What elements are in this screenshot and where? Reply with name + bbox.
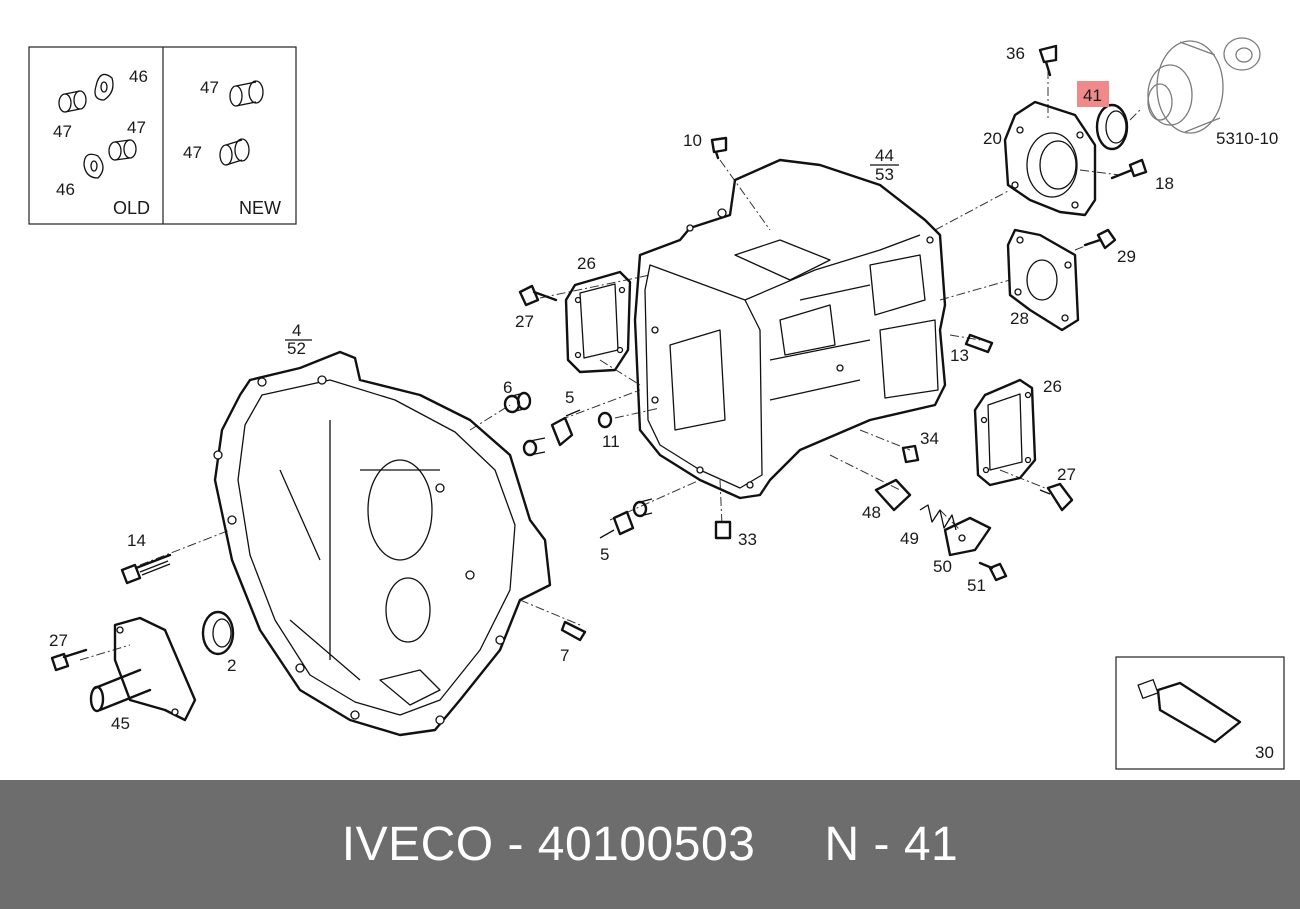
- cover-gasket-icon: [564, 270, 632, 374]
- rear-cover-icon: [1003, 100, 1097, 217]
- sealant-inset: [1115, 656, 1285, 770]
- callout-46: 46: [129, 67, 148, 86]
- callout-18: 18: [1155, 174, 1174, 193]
- callout-20: 20: [983, 129, 1002, 148]
- sealant-tube-icon: [1137, 679, 1242, 744]
- callout-27: 27: [515, 312, 534, 331]
- callout-47: 47: [53, 122, 72, 141]
- bushing-icon: [522, 437, 546, 457]
- cover-gasket-icon: [973, 378, 1037, 487]
- sealant-frame: [1115, 656, 1285, 770]
- clip-icon: [612, 510, 635, 536]
- callout-49: 49: [900, 529, 919, 548]
- bolt-icon: [518, 284, 558, 307]
- callout-7: 7: [560, 646, 569, 665]
- callout-51: 51: [967, 576, 986, 595]
- exploded-parts-diagram: 46 47 47 46 47 47 OLD NEW: [28, 37, 1285, 770]
- callout-47: 47: [183, 143, 202, 162]
- callout-5: 5: [565, 388, 574, 407]
- callout-27: 27: [1057, 465, 1076, 484]
- clip-icon: [550, 416, 574, 447]
- gearbox-housing: [633, 158, 947, 500]
- callout-10: 10: [683, 131, 702, 150]
- old-label: OLD: [113, 198, 150, 218]
- callout-27: 27: [49, 631, 68, 650]
- callout-fraction-4-52: 4 52: [285, 321, 312, 358]
- bushing-icon: [503, 391, 532, 414]
- callout-28: 28: [1010, 309, 1029, 328]
- callout-41: 41: [1083, 86, 1102, 105]
- bushing-icon: [597, 411, 613, 429]
- screw-icon: [565, 409, 581, 417]
- threaded-pin-icon: [560, 620, 587, 642]
- callout-36: 36: [1006, 44, 1025, 63]
- flange-plate-icon: [1006, 228, 1080, 332]
- callout-33: 33: [738, 530, 757, 549]
- callout-26: 26: [577, 254, 596, 273]
- old-new-inset: 46 47 47 46 47 47 OLD NEW: [28, 46, 297, 225]
- callout-2: 2: [227, 656, 236, 675]
- old-bushing-icon: [108, 139, 137, 161]
- callout-30: 30: [1255, 743, 1274, 762]
- callout-14: 14: [127, 531, 146, 550]
- callout-45: 45: [111, 714, 130, 733]
- output-flange-icon: [1147, 37, 1261, 134]
- bolt-icon: [50, 648, 88, 672]
- plug-icon: [714, 520, 732, 540]
- old-bushing-icon: [58, 90, 87, 113]
- callout-52: 52: [287, 339, 306, 358]
- callout-44: 44: [875, 146, 894, 165]
- callout-26: 26: [1043, 377, 1062, 396]
- callout-13: 13: [950, 346, 969, 365]
- clutch-housing: [213, 350, 552, 737]
- detent-plunger-icon: [874, 478, 912, 512]
- new-bushing-icon: [229, 80, 264, 107]
- bolt-icon: [1110, 158, 1148, 180]
- plug-icon: [901, 444, 920, 464]
- old-clip-icon: [94, 73, 114, 101]
- callout-6: 6: [503, 378, 512, 397]
- part-number-text: IVECO - 40100503 N - 41: [341, 818, 959, 871]
- cap-plate-icon: [943, 516, 992, 557]
- plug-icon: [710, 136, 728, 160]
- input-shaft-cover-icon: [89, 616, 197, 722]
- callout-53: 53: [875, 165, 894, 184]
- threaded-pin-icon: [964, 333, 994, 354]
- callout-fraction-44-53: 44 53: [870, 146, 899, 184]
- leader-lines: [79, 70, 1141, 661]
- old-clip-icon: [83, 153, 104, 179]
- callout-46: 46: [56, 180, 75, 199]
- new-label: NEW: [239, 198, 281, 218]
- callout-29: 29: [1117, 247, 1136, 266]
- callout-50: 50: [933, 557, 952, 576]
- part-number-banner: IVECO - 40100503 N - 41: [0, 780, 1300, 909]
- callout-34: 34: [920, 429, 939, 448]
- spring-icon: [919, 504, 957, 531]
- callout-48: 48: [862, 503, 881, 522]
- new-bushing-icon: [219, 138, 250, 166]
- bolt-icon: [120, 553, 172, 585]
- callout-11: 11: [602, 432, 620, 451]
- bolt-icon: [1083, 228, 1117, 250]
- callout-5310-10: 5310-10: [1216, 129, 1278, 148]
- screw-icon: [599, 529, 615, 539]
- callout-47: 47: [127, 118, 146, 137]
- seal-ring-icon: [201, 610, 235, 656]
- bolt-icon: [978, 561, 1008, 582]
- bolt-icon: [1038, 44, 1058, 77]
- callout-4: 4: [292, 321, 301, 340]
- bolt-icon: [1039, 482, 1074, 512]
- callout-5: 5: [600, 545, 609, 564]
- bushing-icon: [632, 498, 653, 518]
- callout-41-highlight: [1077, 81, 1109, 107]
- callout-47: 47: [200, 78, 219, 97]
- seal-ring-41-icon: [1095, 103, 1129, 151]
